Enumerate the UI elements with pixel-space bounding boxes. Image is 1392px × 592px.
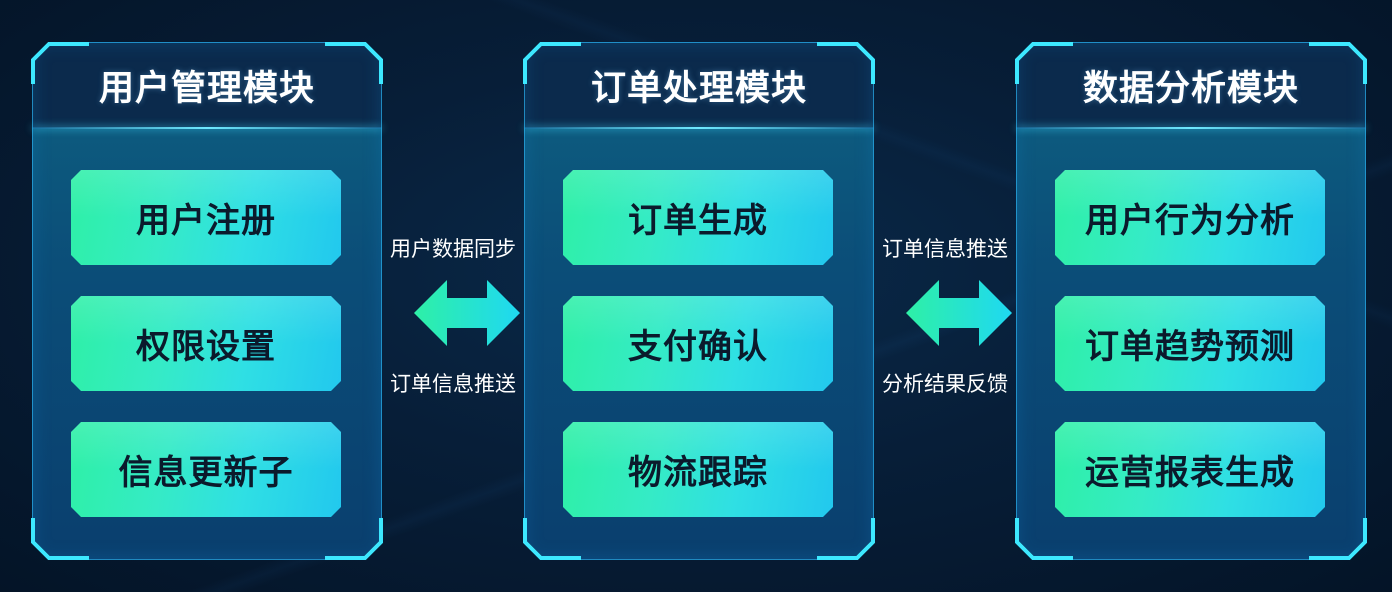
feature-card-user-behavior-analysis[interactable]: 用户行为分析 bbox=[1055, 170, 1325, 265]
module-title: 数据分析模块 bbox=[1082, 69, 1299, 109]
feature-card-operations-report[interactable]: 运营报表生成 bbox=[1055, 422, 1325, 517]
connector-top-label: 用户数据同步 bbox=[390, 237, 516, 261]
feature-label: 支付确认 bbox=[628, 327, 768, 367]
feature-card-logistics-tracking[interactable]: 物流跟踪 bbox=[563, 422, 833, 517]
feature-label: 权限设置 bbox=[136, 327, 276, 367]
feature-card-permission-settings[interactable]: 权限设置 bbox=[71, 296, 341, 391]
feature-card-order-trend-forecast[interactable]: 订单趋势预测 bbox=[1055, 296, 1325, 391]
module-panel-user-management: 用户管理模块 用户注册 权限设置 信息更新子 bbox=[31, 42, 383, 560]
feature-label: 物流跟踪 bbox=[628, 453, 768, 493]
header-divider bbox=[32, 127, 382, 129]
double-arrow-icon bbox=[414, 280, 520, 346]
connector-user-order: 用户数据同步 订单信息推送 bbox=[373, 220, 533, 420]
module-panel-data-analysis: 数据分析模块 用户行为分析 订单趋势预测 运营报表生成 bbox=[1015, 42, 1367, 560]
feature-card-info-update[interactable]: 信息更新子 bbox=[71, 422, 341, 517]
feature-label: 用户行为分析 bbox=[1085, 201, 1295, 241]
feature-card-payment-confirmation[interactable]: 支付确认 bbox=[563, 296, 833, 391]
connector-top-label: 订单信息推送 bbox=[882, 237, 1008, 261]
connector-bottom-label: 分析结果反馈 bbox=[882, 372, 1008, 396]
module-panel-order-processing: 订单处理模块 订单生成 支付确认 物流跟踪 bbox=[523, 42, 875, 560]
double-arrow-icon bbox=[906, 280, 1012, 346]
feature-label: 信息更新子 bbox=[118, 453, 294, 493]
module-title: 订单处理模块 bbox=[590, 69, 807, 109]
feature-label: 用户注册 bbox=[136, 201, 276, 241]
feature-card-order-creation[interactable]: 订单生成 bbox=[563, 170, 833, 265]
connector-order-analytics: 订单信息推送 分析结果反馈 bbox=[865, 220, 1025, 420]
header-divider bbox=[1016, 127, 1366, 129]
feature-label: 运营报表生成 bbox=[1085, 453, 1295, 493]
feature-label: 订单趋势预测 bbox=[1085, 327, 1295, 367]
header-divider bbox=[524, 127, 874, 129]
feature-card-user-registration[interactable]: 用户注册 bbox=[71, 170, 341, 265]
module-title: 用户管理模块 bbox=[98, 69, 315, 109]
connector-bottom-label: 订单信息推送 bbox=[390, 372, 516, 396]
feature-label: 订单生成 bbox=[628, 201, 768, 241]
